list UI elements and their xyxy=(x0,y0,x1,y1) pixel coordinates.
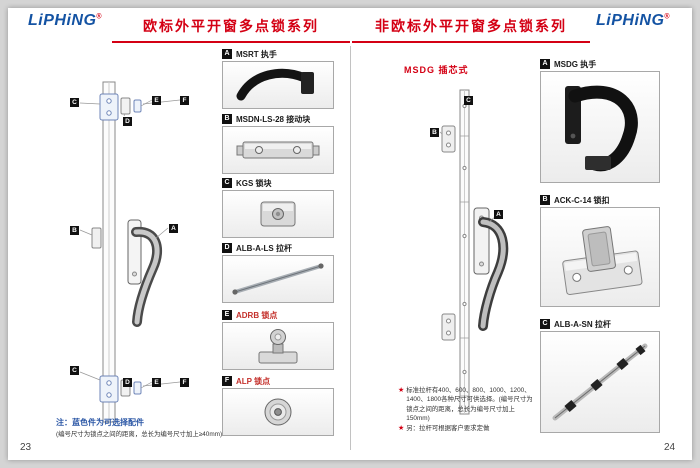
product-letter-badge: A xyxy=(222,49,232,59)
callout-c-bottom: C xyxy=(70,366,79,375)
product-name: KGS 锁块 xyxy=(236,178,272,188)
brand-logo-right: LiPHiNG® xyxy=(596,12,670,30)
product-ack-striker: B ACK-C-14 锁扣 xyxy=(540,194,660,307)
product-label: C ALB-A-SN 拉杆 xyxy=(540,318,660,330)
right-diagram-label: MSDG 插芯式 xyxy=(404,65,469,75)
callout-a-mid: A xyxy=(169,224,178,233)
handle-msrt-icon xyxy=(236,68,314,101)
product-image xyxy=(540,71,660,183)
product-image xyxy=(222,255,334,303)
callout-b-keeper: B xyxy=(430,128,439,137)
brand-logo-text: LiPHiNG xyxy=(596,12,665,29)
product-label: F ALP 锁点 xyxy=(222,375,334,387)
callout-c-bar: C xyxy=(464,96,473,105)
product-image xyxy=(222,61,334,109)
product-label: E ADRB 锁点 xyxy=(222,309,334,321)
product-name: ALB-A-LS 拉杆 xyxy=(236,243,292,253)
callout-d-top: D xyxy=(123,117,132,126)
product-label: A MSRT 执手 xyxy=(222,48,334,60)
product-label: D ALB-A-LS 拉杆 xyxy=(222,242,334,254)
product-name: ALP 锁点 xyxy=(236,376,271,386)
star-icon: ★ xyxy=(398,387,405,394)
product-image xyxy=(540,207,660,307)
product-name: MSDN-LS-28 接动块 xyxy=(236,114,311,124)
center-divider xyxy=(350,46,351,450)
product-name: ADRB 锁点 xyxy=(236,310,278,320)
product-label: C KGS 锁块 xyxy=(222,177,334,189)
rod-icon xyxy=(232,263,324,295)
right-note-sizes-text: 标准拉杆有400、600、800、1000、1200、1400、1800各种尺寸… xyxy=(406,387,533,422)
product-letter-badge: B xyxy=(540,195,550,205)
callout-a-handle: A xyxy=(494,210,503,219)
left-note-dimensions: (编号尺寸为锁点之间的距离，总长为编号尺寸加上≥40mm) xyxy=(56,431,223,438)
product-name: MSRT 执手 xyxy=(236,49,277,59)
product-name: ALB-A-SN 拉杆 xyxy=(554,319,611,329)
brand-logo-left: LiPHiNG® xyxy=(28,12,102,30)
product-letter-badge: E xyxy=(222,310,232,320)
segmented-rod-icon xyxy=(552,343,648,421)
left-page-title: 欧标外平开窗多点锁系列 xyxy=(112,16,350,43)
star-icon: ★ xyxy=(398,425,405,432)
right-note-custom-text: 另：拉杆可根据客户要求定做 xyxy=(406,425,490,432)
product-msdg-handle: A MSDG 执手 xyxy=(540,58,660,183)
callout-d-bottom: D xyxy=(123,378,132,387)
product-image xyxy=(222,190,334,238)
callout-c-top: C xyxy=(70,98,79,107)
handle-msdg-icon xyxy=(565,85,638,172)
product-msdn-connector: B MSDN-LS-28 接动块 xyxy=(222,113,334,174)
product-label: B MSDN-LS-28 接动块 xyxy=(222,113,334,125)
right-lock-assembly-drawing xyxy=(439,89,509,415)
product-image xyxy=(222,126,334,174)
connector-block-icon xyxy=(236,141,320,159)
product-adrb-lockpoint: E ADRB 锁点 xyxy=(222,309,334,370)
product-image xyxy=(222,322,334,370)
callout-f-top: F xyxy=(180,96,189,105)
striker-plate-icon xyxy=(562,226,643,295)
product-alp-lockpoint: F ALP 锁点 xyxy=(222,375,334,436)
right-page-title: 非欧标外平开窗多点锁系列 xyxy=(352,16,590,43)
product-image xyxy=(222,388,334,436)
left-note-optional-parts: 注：蓝色件为可选择配件 xyxy=(56,418,144,427)
lock-block-icon xyxy=(260,201,296,227)
product-label: A MSDG 执手 xyxy=(540,58,660,70)
registered-mark: ® xyxy=(96,13,103,21)
round-lockpoint-icon xyxy=(264,398,292,426)
page-number-left: 23 xyxy=(20,442,32,453)
page-number-right: 24 xyxy=(664,442,676,453)
callout-f-bottom: F xyxy=(180,378,189,387)
callout-b-mid: B xyxy=(70,226,79,235)
callout-e-top: E xyxy=(152,96,161,105)
product-letter-badge: C xyxy=(540,319,550,329)
product-letter-badge: A xyxy=(540,59,550,69)
product-letter-badge: D xyxy=(222,243,232,253)
product-kgs-block: C KGS 锁块 xyxy=(222,177,334,238)
product-name: ACK-C-14 锁扣 xyxy=(554,195,610,205)
product-label: B ACK-C-14 锁扣 xyxy=(540,194,660,206)
mushroom-lockpoint-icon xyxy=(258,329,298,364)
product-letter-badge: C xyxy=(222,178,232,188)
left-lock-assembly-drawing xyxy=(79,81,181,423)
product-letter-badge: F xyxy=(222,376,232,386)
brand-logo-text: LiPHiNG xyxy=(28,12,97,29)
product-alb-ls-rod: D ALB-A-LS 拉杆 xyxy=(222,242,334,303)
product-letter-badge: B xyxy=(222,114,232,124)
product-image xyxy=(540,331,660,433)
product-name: MSDG 执手 xyxy=(554,59,597,69)
callout-e-bottom: E xyxy=(152,378,161,387)
right-note-custom: ★ 另：拉杆可根据客户要求定做 xyxy=(398,424,538,434)
registered-mark: ® xyxy=(664,13,671,21)
product-alb-sn-rod: C ALB-A-SN 拉杆 xyxy=(540,318,660,433)
right-note-sizes: ★ 标准拉杆有400、600、800、1000、1200、1400、1800各种… xyxy=(398,386,538,423)
product-msrt-handle: A MSRT 执手 xyxy=(222,48,334,109)
